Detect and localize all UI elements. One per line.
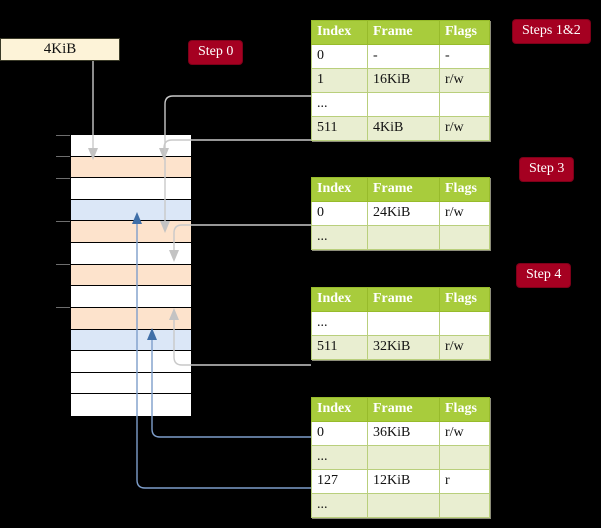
- memory-frame-row: [71, 178, 191, 200]
- page-box-4kib: 4KiB: [0, 38, 120, 61]
- table-cell-frame: [367, 91, 440, 117]
- badge-steps-1-2-label: Steps 1&2: [522, 23, 581, 38]
- memory-frame-row: [71, 394, 191, 416]
- memory-frame-row: [71, 329, 191, 352]
- table-cell-frame: [367, 224, 440, 250]
- table-cell-frame: 36KiB: [367, 420, 440, 446]
- table-row: ...: [311, 224, 490, 250]
- table-cell-index: ...: [311, 492, 368, 518]
- table-cell-frame: [367, 310, 440, 336]
- memory-frame-row: [71, 372, 191, 395]
- table-cell-index: 511: [311, 334, 368, 360]
- memory-frame-row: [71, 243, 191, 265]
- table-cell-flags: r/w: [439, 115, 490, 141]
- table-cell-flags: r/w: [439, 420, 490, 446]
- memory-tick-5: [56, 307, 70, 308]
- column-header-frame: Frame: [367, 397, 440, 422]
- memory-tick-3: [56, 221, 70, 222]
- table-cell-flags: [439, 91, 490, 117]
- memory-tick-0: [56, 135, 70, 136]
- memory-tick-4: [56, 264, 70, 265]
- column-header-flags: Flags: [439, 287, 490, 312]
- table-cell-flags: r/w: [439, 200, 490, 226]
- column-header-index: Index: [311, 397, 368, 422]
- memory-frame-row: [71, 307, 191, 330]
- memory-frame-row: [71, 135, 191, 157]
- badge-step-3: Step 3: [520, 158, 574, 181]
- table-row: ...: [311, 310, 490, 336]
- badge-step-0-label: Step 0: [198, 44, 234, 59]
- table-cell-index: 0: [311, 420, 368, 446]
- table-cell-index: 127: [311, 468, 368, 494]
- column-header-frame: Frame: [367, 287, 440, 312]
- table-cell-index: 0: [311, 43, 368, 69]
- table-cell-frame: -: [367, 43, 440, 69]
- wire-level1-24kib-to-memory: [173, 224, 311, 250]
- table-cell-index: ...: [311, 444, 368, 470]
- table-row: ...: [311, 91, 490, 117]
- table-cell-flags: r/w: [439, 67, 490, 93]
- memory-frame-row: [71, 199, 191, 222]
- table-cell-frame: [367, 444, 440, 470]
- table-cell-index: ...: [311, 310, 368, 336]
- table-cell-index: ...: [311, 224, 368, 250]
- table-cell-flags: r/w: [439, 334, 490, 360]
- column-header-frame: Frame: [367, 177, 440, 202]
- table-cell-frame: 32KiB: [367, 334, 440, 360]
- column-header-flags: Flags: [439, 20, 490, 45]
- memory-frame-row: [71, 351, 191, 373]
- table-cell-frame: 16KiB: [367, 67, 440, 93]
- table-cell-flags: [439, 310, 490, 336]
- table-cell-index: ...: [311, 91, 368, 117]
- table-row: ...: [311, 492, 490, 518]
- table-cell-flags: r: [439, 468, 490, 494]
- table-cell-frame: 24KiB: [367, 200, 440, 226]
- table-cell-index: 0: [311, 200, 368, 226]
- badge-step-4-label: Step 4: [526, 267, 562, 282]
- table-cell-frame: 4KiB: [367, 115, 440, 141]
- table-cell-frame: 12KiB: [367, 468, 440, 494]
- memory-frame-row: [71, 264, 191, 287]
- column-header-flags: Flags: [439, 397, 490, 422]
- column-header-index: Index: [311, 287, 368, 312]
- table-row: ...: [311, 444, 490, 470]
- table-cell-flags: [439, 224, 490, 250]
- badge-steps-1-2: Steps 1&2: [513, 20, 590, 43]
- wire-level2-32kib-to-memory: [173, 320, 311, 366]
- physical-memory-column: [70, 134, 191, 416]
- badge-step-3-label: Step 3: [529, 161, 565, 176]
- badge-step-4: Step 4: [517, 264, 571, 287]
- column-header-index: Index: [311, 177, 368, 202]
- table-row: 0--: [311, 43, 490, 69]
- column-header-flags: Flags: [439, 177, 490, 202]
- memory-tick-2: [56, 178, 70, 179]
- memory-frame-row: [71, 286, 191, 308]
- column-header-index: Index: [311, 20, 368, 45]
- table-cell-flags: -: [439, 43, 490, 69]
- memory-frame-row: [71, 221, 191, 244]
- memory-tick-1: [56, 156, 70, 157]
- table-cell-flags: [439, 492, 490, 518]
- page-box-label: 4KiB: [43, 41, 77, 57]
- table-cell-flags: [439, 444, 490, 470]
- badge-step-0: Step 0: [189, 41, 243, 64]
- table-cell-frame: [367, 492, 440, 518]
- table-cell-index: 511: [311, 115, 368, 141]
- column-header-frame: Frame: [367, 20, 440, 45]
- table-cell-index: 1: [311, 67, 368, 93]
- memory-frame-row: [71, 156, 191, 179]
